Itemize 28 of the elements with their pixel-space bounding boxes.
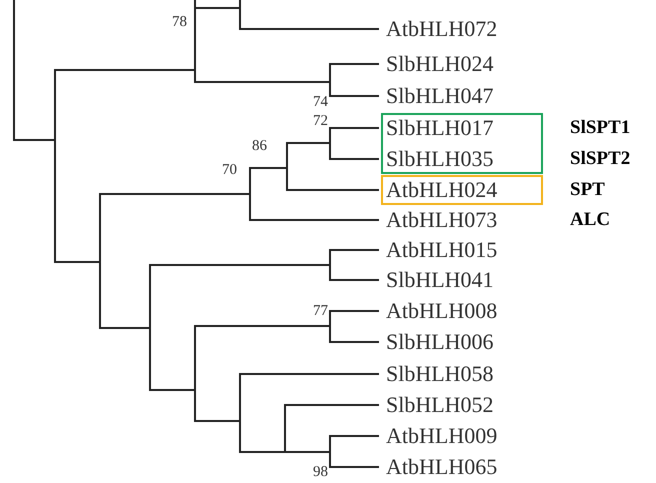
- gene-label: SlbHLH058: [386, 362, 494, 386]
- gene-label: SlbHLH017: [386, 116, 494, 140]
- gene-label: AtbHLH065: [386, 455, 498, 479]
- highlight-frame: [381, 113, 543, 174]
- gene-label: SlbHLH052: [386, 393, 494, 417]
- gene-label: SlbHLH006: [386, 330, 494, 354]
- bootstrap-value: 72: [313, 113, 328, 129]
- bootstrap-value: 78: [172, 14, 187, 30]
- gene-name-label: ALC: [570, 209, 610, 231]
- gene-name-label: SPT: [570, 179, 605, 201]
- gene-label: SlbHLH047: [386, 84, 494, 108]
- gene-label: AtbHLH024: [386, 178, 498, 202]
- gene-label: AtbHLH015: [386, 238, 498, 262]
- bootstrap-value: 74: [313, 94, 328, 110]
- gene-label: SlbHLH041: [386, 268, 494, 292]
- gene-name-label: SlSPT2: [570, 148, 630, 170]
- highlight-frame: [381, 175, 543, 205]
- bootstrap-value: 70: [222, 162, 237, 178]
- bootstrap-value: 86: [252, 138, 267, 154]
- gene-label: SlbHLH035: [386, 147, 494, 171]
- gene-label: AtbHLH072: [386, 17, 498, 41]
- gene-label: AtbHLH008: [386, 299, 498, 323]
- gene-label: SlbHLH024: [386, 52, 494, 76]
- gene-label: AtbHLH073: [386, 208, 498, 232]
- bootstrap-value: 98: [313, 464, 328, 480]
- gene-label: AtbHLH009: [386, 424, 498, 448]
- gene-name-label: SlSPT1: [570, 117, 630, 139]
- bootstrap-value: 77: [313, 303, 328, 319]
